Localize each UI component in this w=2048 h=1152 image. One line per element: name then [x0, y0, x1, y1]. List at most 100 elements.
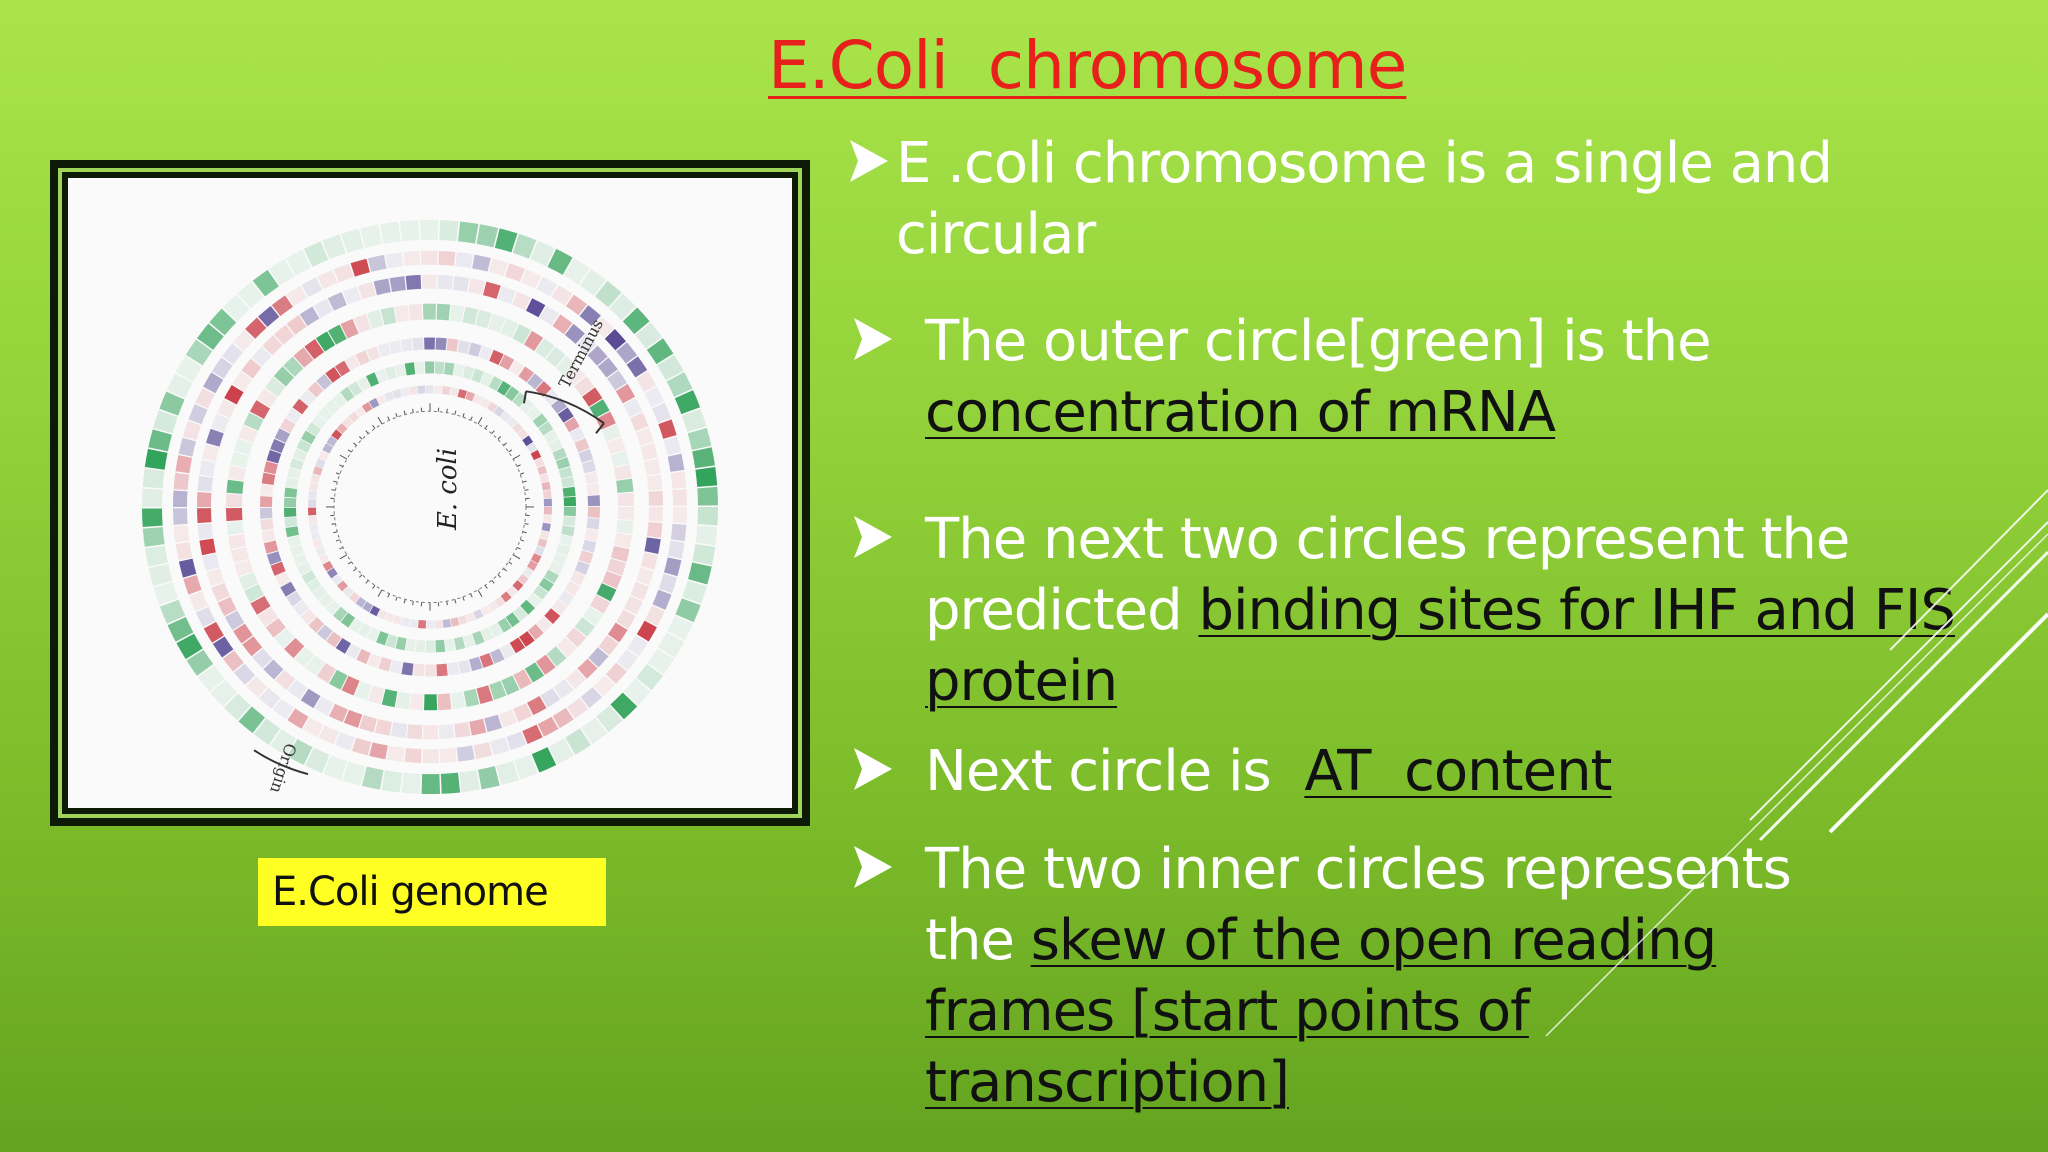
genome-ring-segment [365, 372, 380, 387]
genome-ring-segment [250, 595, 271, 615]
genome-ring-segment [449, 387, 459, 397]
genome-ring-segment [519, 398, 535, 414]
genome-ring-segment [336, 580, 349, 592]
genome-ring-segment [142, 508, 163, 527]
genome-ring-segment [376, 631, 389, 646]
genome-ring-segment [592, 316, 614, 338]
genome-ring-segment [627, 635, 648, 657]
genome-ring-segment [199, 538, 216, 556]
genome-ring-segment [565, 365, 586, 386]
genome-ring-segment [458, 615, 468, 625]
genome-ring-segment [512, 291, 531, 311]
genome-ring-segment [463, 633, 476, 648]
genome-ring-segment [395, 636, 407, 651]
genome-ring-segment [272, 698, 295, 720]
genome-ring-segment [341, 675, 360, 696]
genome-ring-segment [551, 285, 573, 306]
genome-ring-segment [401, 617, 411, 627]
genome-ring-segment [209, 308, 237, 336]
genome-ring-segment [607, 558, 627, 576]
scale-tick [470, 416, 473, 421]
scale-tick [470, 593, 473, 598]
scale-tick [484, 425, 488, 429]
genome-ring-segment [480, 605, 491, 616]
figure-caption: E.Coli genome [258, 858, 606, 926]
genome-ring-segment [197, 323, 224, 350]
genome-ring-segment [368, 685, 385, 705]
genome-ring-segment [241, 358, 262, 379]
genome-ring-segment [598, 635, 619, 656]
genome-ring-segment [616, 478, 634, 493]
genome-ring-segment [315, 458, 326, 469]
genome-ring-segment [652, 589, 672, 610]
genome-ring-segment [607, 370, 627, 391]
genome-ring-segment [551, 398, 567, 414]
genome-ring-segment [324, 399, 340, 415]
genome-ring-segment [252, 269, 279, 297]
scale-tick [395, 413, 398, 418]
scale-tick [524, 523, 529, 525]
genome-ring-segment [534, 545, 545, 556]
genome-ring-segment [517, 428, 529, 440]
genome-ring-segment [636, 567, 654, 586]
genome-ring-segment [523, 330, 544, 352]
genome-ring-segment [548, 561, 564, 575]
genome-ring-segment [565, 669, 586, 690]
scale-tick [508, 561, 513, 565]
genome-ring-segment [658, 573, 678, 594]
genome-ring-segment [500, 318, 519, 339]
genome-ring-segment [232, 371, 253, 392]
scale-tick [403, 410, 406, 415]
genome-ring-segment [626, 356, 648, 378]
genome-ring-segment [202, 444, 220, 462]
genome-ring-segment [283, 356, 304, 377]
genome-ring-segment [552, 314, 573, 335]
genome-ring-segment [400, 387, 410, 397]
genome-ring-segment [539, 473, 550, 483]
genome-ring-segment [562, 486, 576, 497]
genome-ring-segment [566, 697, 589, 719]
genome-ring-segment [361, 766, 384, 790]
genome-ring-segment [274, 628, 295, 649]
genome-ring-segment [318, 725, 340, 745]
genome-ring-segment [360, 224, 383, 248]
genome-ring-segment [395, 691, 411, 710]
genome-ring-segment [369, 742, 388, 760]
scale-tick [516, 464, 521, 467]
genome-ring-segment [351, 737, 372, 756]
genome-ring-segment [564, 323, 585, 344]
genome-ring-segment [275, 669, 296, 690]
genome-ring-segment [210, 679, 238, 707]
genome-ring-segment [681, 408, 707, 432]
genome-ring-segment [377, 609, 388, 620]
genome-ring-segment [541, 522, 551, 532]
genome-ring-segment [512, 233, 537, 259]
genome-ring-segment [159, 391, 185, 416]
genome-ring-segment [459, 770, 481, 793]
genome-ring-segment [536, 616, 553, 633]
genome-ring-segment [349, 618, 364, 633]
genome-ring-segment [645, 605, 665, 626]
genome-ring-segment [635, 322, 663, 349]
genome-ring-segment [305, 747, 330, 774]
genome-ring-segment [142, 488, 163, 508]
genome-ring-segment [513, 669, 532, 690]
genome-ring-segment [374, 719, 393, 736]
genome-ring-segment [580, 686, 602, 708]
genome-ring-segment [531, 747, 557, 773]
genome-ring-segment [471, 368, 484, 383]
genome-ring-segment [513, 606, 528, 622]
genome-ring-segment [658, 632, 685, 658]
scale-tick [358, 436, 363, 440]
genome-ring-segment [658, 419, 677, 439]
genome-ring-segment [435, 639, 446, 653]
genome-ring-segment [469, 718, 487, 736]
genome-ring-segment [667, 540, 685, 559]
genome-ring-segment [303, 241, 329, 267]
bullet-2-part-2: concentration of mRNA [925, 380, 1556, 445]
genome-ring-segment [544, 608, 561, 624]
genome-ring-segment [494, 228, 518, 253]
genome-ring-segment [622, 307, 650, 335]
scale-tick [353, 442, 357, 446]
genome-ring-segment [623, 678, 651, 706]
